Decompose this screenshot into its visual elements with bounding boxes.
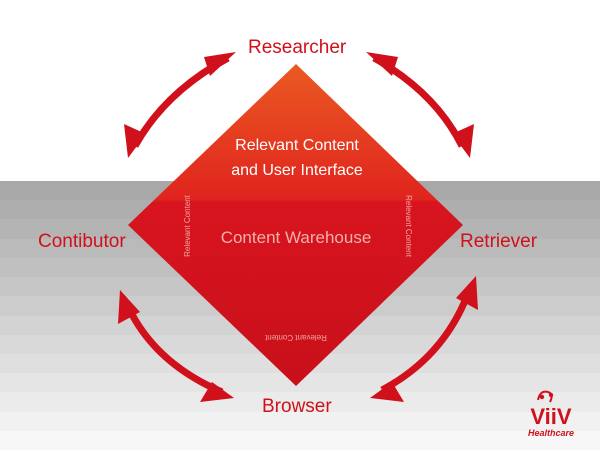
background-band [0,373,600,394]
role-retriever: Retriever [460,231,538,252]
viiv-healthcare-logo: ViiV Healthcare [520,388,582,440]
background-band [0,392,600,413]
logo-arc [537,390,553,403]
diamond-edge-left-label: Relevant Content [183,194,192,257]
arrow-contributor-browser [118,290,234,402]
background-band [0,411,600,432]
diamond-edge-bottom-label: Relevant Content [264,333,327,342]
logo-sub: Healthcare [528,428,574,438]
role-researcher: Researcher [248,37,347,58]
arrow-researcher-retriever [366,52,474,158]
role-contributor: Contibutor [38,231,126,252]
content-warehouse-diamond [128,64,463,386]
arrow-researcher-contributor [124,52,236,158]
diamond-top-line2: and User Interface [231,162,363,179]
arrow-retriever-browser [370,276,478,402]
diamond-top-line1: Relevant Content [235,137,359,154]
role-browser: Browser [262,396,332,417]
logo-mark: ViiV [530,404,572,429]
diamond-edge-right-label: Relevant Content [404,195,413,258]
diamond-center-label: Content Warehouse [221,228,372,247]
background-band [0,430,600,450]
